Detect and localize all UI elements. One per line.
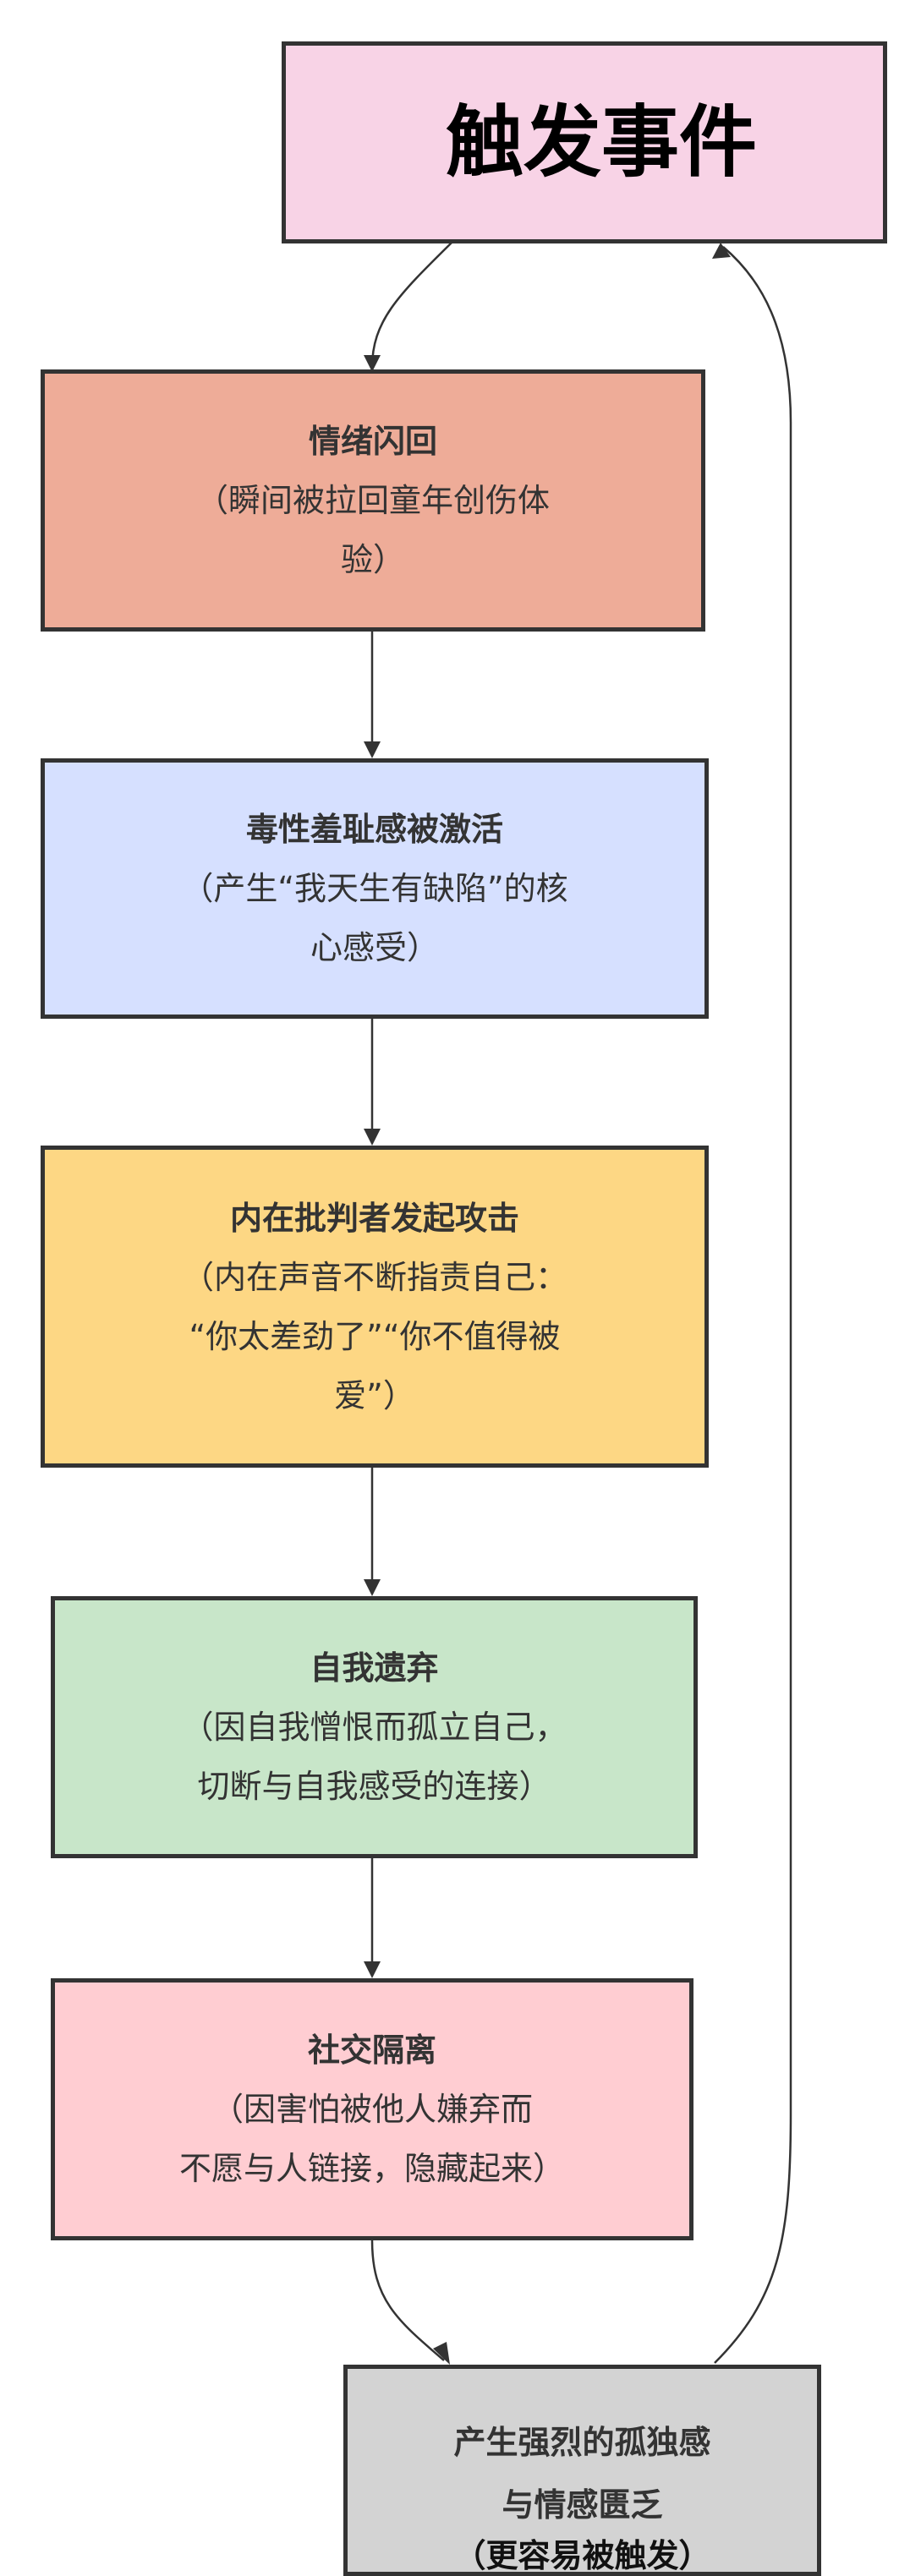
node-self-abandonment: 自我遗弃 （因自我憎恨而孤立自己， 切断与自我感受的连接） [51,1596,698,1858]
node-title: 社交隔离 [307,2032,436,2069]
node-text: （内在声音不断指责自己： [181,1258,567,1296]
arrow-loneliness-to-trigger [714,246,792,2364]
node-text: （瞬间被拉回童年创伤体 [195,482,550,519]
node-title: 触发事件 [445,96,757,188]
node-emotional-flashback: 情绪闪回 （瞬间被拉回童年创伤体 验） [41,369,705,632]
node-text: 心感受） [310,929,439,966]
node-text: 验） [340,541,405,578]
arrow-trigger-to-flashback [368,242,452,369]
node-text: （产生“我天生有缺陷”的核 [181,870,568,907]
node-text: （因害怕被他人嫌弃而 [211,2091,533,2128]
node-title: 内在批判者发起攻击 [229,1199,519,1237]
node-title: 产生强烈的孤独感 [453,2424,711,2461]
node-text: 切断与自我感受的连接） [197,1768,551,1805]
node-title: 毒性羞耻感被激活 [245,811,503,848]
node-text: “你太差劲了”“你不值得被 [189,1317,561,1355]
node-toxic-shame: 毒性羞耻感被激活 （产生“我天生有缺陷”的核 心感受） [41,758,709,1019]
node-text: （因自我憎恨而孤立自己， [181,1709,567,1746]
node-text: 与情感匮乏 [502,2486,663,2524]
node-trigger-event: 触发事件 [282,41,887,243]
node-title: 自我遗弃 [310,1649,439,1687]
node-text: 爱”） [334,1376,415,1414]
node-social-isolation: 社交隔离 （因害怕被他人嫌弃而 不愿与人链接，隐藏起来） [51,1978,693,2240]
node-loneliness: 产生强烈的孤独感 与情感匮乏 （更容易被触发） [343,2365,821,2576]
node-text: （更容易被触发） [453,2537,711,2574]
node-title: 情绪闪回 [308,423,437,460]
node-inner-critic: 内在批判者发起攻击 （内在声音不断指责自己： “你太差劲了”“你不值得被 爱”） [41,1146,709,1468]
node-text: 不愿与人链接，隐藏起来） [178,2150,565,2187]
arrow-isolation-to-loneliness [370,2240,445,2361]
